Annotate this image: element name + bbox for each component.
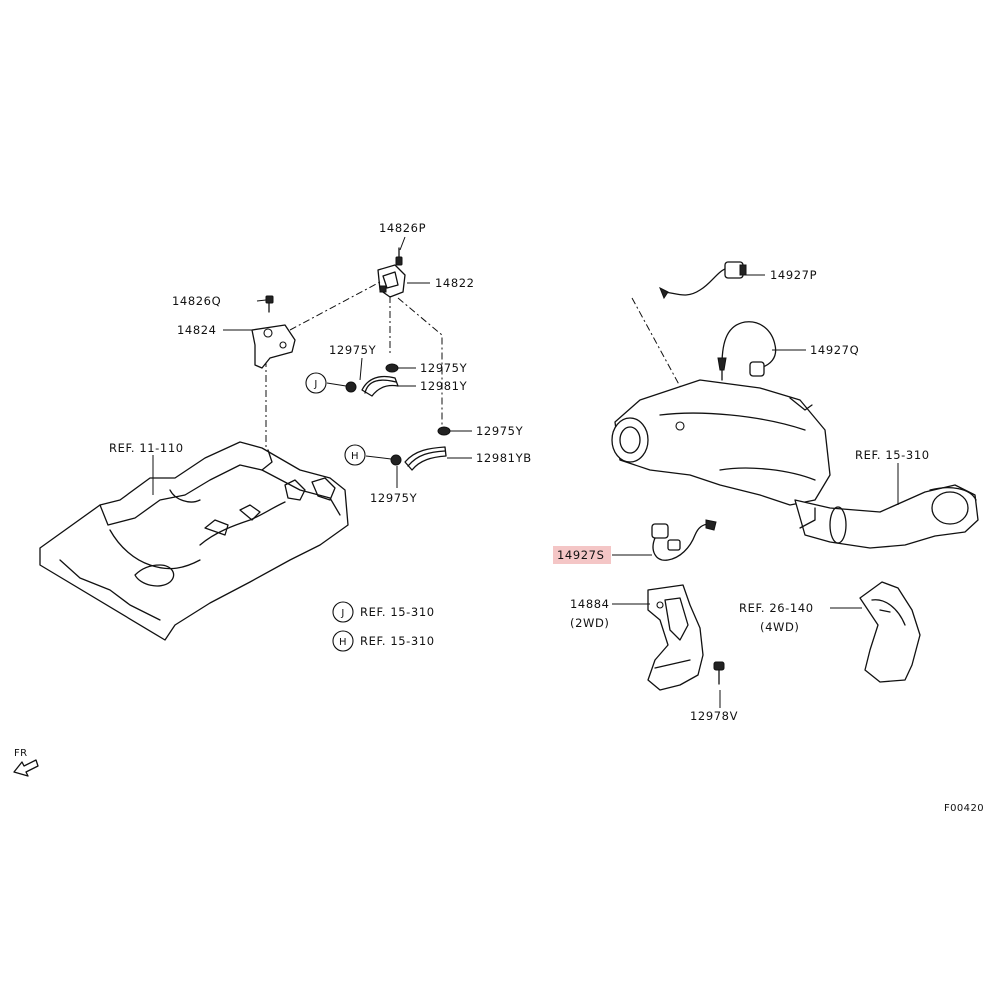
bracket-14884 [647,584,704,691]
label-circle-H: H [351,451,359,462]
label-fr: FR [14,748,28,759]
legend-J-letter: J [340,608,344,619]
label-14824: 14824 [177,323,217,337]
fr-arrow-icon [13,759,39,777]
circle-H-marker [344,444,366,466]
label-14826P: 14826P [379,221,426,235]
label-ref-26-140-variant: (4WD) [760,620,800,634]
label-12978V: 12978V [690,709,738,723]
label-12975Y-c: 12975Y [476,424,524,438]
highlight-14927S [553,546,611,564]
label-ref-26-140: REF. 26-140 [739,601,814,615]
legend-H-letter: H [339,637,347,648]
figure-code: F00420 [944,803,984,814]
bracket-14824 [251,324,296,369]
label-12975Y-d: 12975Y [370,491,418,505]
label-12975Y-b: 12975Y [420,361,468,375]
bolt-12978V [713,661,725,685]
assembly-line-bracket-solenoid [289,281,381,331]
clamp-12975Y-right [437,426,451,436]
bolt-14826P [395,247,403,266]
sensor-14927S [651,519,717,561]
label-ref-11-110: REF. 11-110 [109,441,184,455]
label-14927P: 14927P [770,268,817,282]
rocker-cover-illustration [39,441,349,641]
label-ref-15-310-exhaust: REF. 15-310 [855,448,930,462]
catalytic-converter [611,379,831,506]
label-14826Q: 14826Q [172,294,221,308]
solenoid-valve-14822 [377,264,406,298]
hose-12981YB [404,446,447,471]
heat-shield-4wd [859,581,921,683]
label-12975Y-a: 12975Y [329,343,377,357]
assembly-line-solenoid-hose-b [397,297,443,425]
legend-J-marker [332,601,354,623]
sensor-14927P [659,261,747,300]
label-14927Q: 14927Q [810,343,859,357]
bolt-14826Q [265,295,274,313]
legend-H-ref: REF. 15-310 [360,634,435,648]
label-12981YB: 12981YB [476,451,532,465]
circle-J-marker [305,372,327,394]
label-14884-variant: (2WD) [570,616,610,630]
label-14822: 14822 [435,276,475,290]
sensor-14927Q [717,321,777,381]
label-12981Y: 12981Y [420,379,468,393]
label-14884: 14884 [570,597,610,611]
clamp-12975Y-upper [385,363,399,373]
label-14927S: 14927S [557,548,604,562]
exhaust-pipe [794,484,979,549]
clamp-J [345,381,357,393]
hose-12981Y [361,375,399,397]
legend-J-ref: REF. 15-310 [360,605,435,619]
clamp-H [390,454,402,466]
legend-H-marker [332,630,354,652]
label-circle-J: J [313,379,317,390]
